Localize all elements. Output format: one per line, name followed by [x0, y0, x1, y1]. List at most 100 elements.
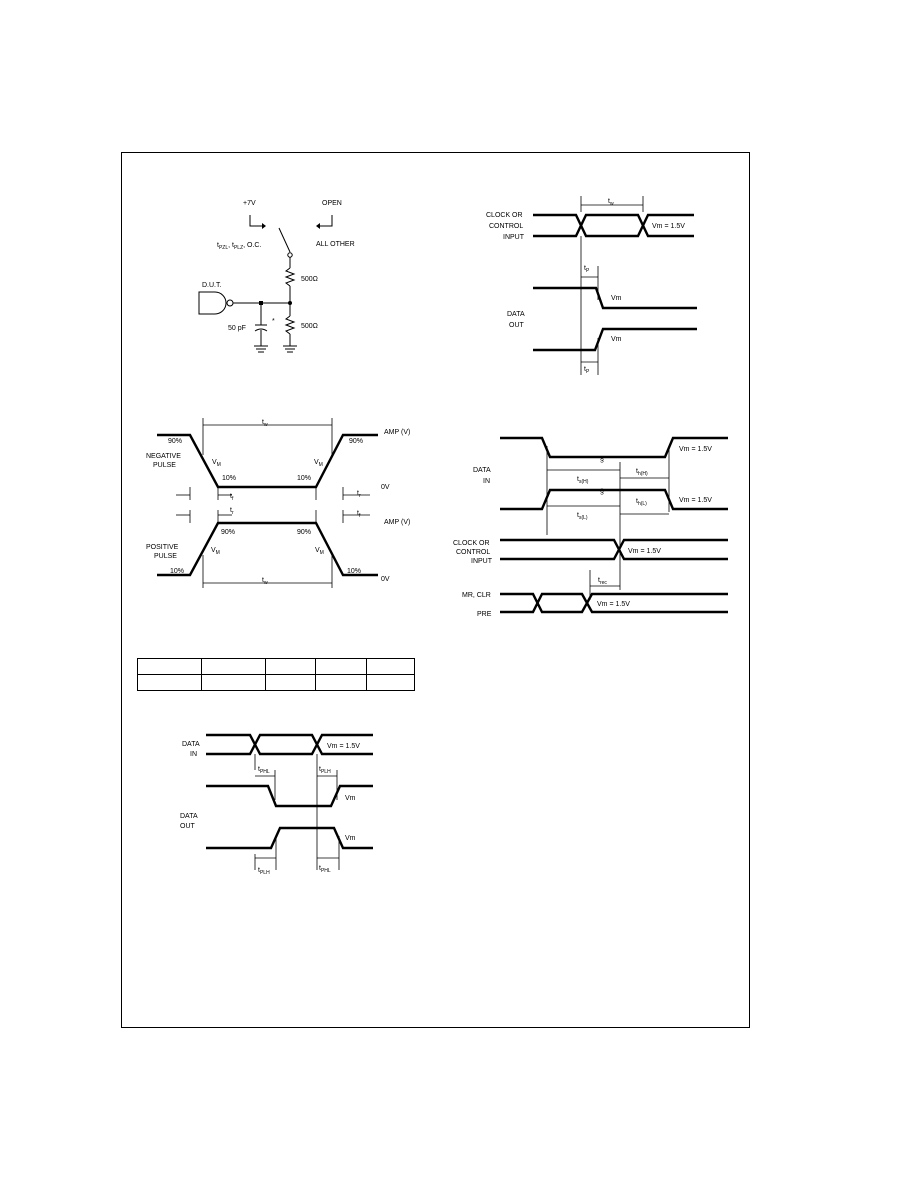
tphl-top-label: tPHL [258, 766, 270, 775]
setup-hold-diagram: DATA IN § § Vm = 1.5V Vm = 1.5V ts(H) th… [453, 436, 728, 618]
all-other-label: ALL OTHER [316, 241, 355, 248]
table-cell [265, 658, 316, 675]
vm-small-2: Vm [345, 835, 356, 842]
pulse-width-diagram: CLOCK OR CONTROL INPUT tw Vm = 1.5V DATA… [486, 196, 697, 375]
ts-l-label: ts(L) [577, 512, 588, 521]
vm-pos-right: VM [315, 547, 324, 556]
p10-pos-right: 10% [347, 568, 361, 575]
clock-label-1: CLOCK OR [453, 540, 490, 547]
data-out-label-1: DATA [507, 311, 525, 318]
data-in-falling [500, 436, 728, 459]
table-cell [137, 674, 202, 691]
tf-label-2: tf [357, 510, 361, 519]
vm-small-1: Vm [611, 295, 622, 302]
trec-label: trec [598, 577, 607, 586]
pre-waveform [500, 592, 728, 614]
tp-bot-label: tP [584, 366, 590, 375]
clock-rising [500, 538, 728, 561]
table-row [137, 674, 415, 691]
amp-label-2: AMP (V) [384, 519, 410, 526]
tr-label-1: tr [357, 490, 361, 499]
table-cell [366, 674, 415, 691]
supply-arrow-icon [249, 215, 262, 227]
enable-label: tPZL, tPLZ, O.C. [217, 242, 261, 251]
data-in-label-1: DATA [473, 467, 491, 474]
data-in-label-2: IN [190, 751, 197, 758]
table-cell [315, 674, 367, 691]
figure-frame [121, 152, 750, 1028]
clock-label-2: CONTROL [456, 549, 490, 556]
data-in-label-1: DATA [182, 741, 200, 748]
cap-label: 50 pF [228, 325, 246, 332]
tplh-top-label: tPLH [319, 766, 331, 775]
tf-label-1: tf [230, 493, 234, 502]
data-in-waveform-complement [206, 733, 373, 756]
vm-pos-left: VM [211, 547, 220, 556]
vm-label-1: Vm = 1.5V [679, 446, 712, 453]
negative-pulse [157, 433, 378, 489]
vm-small-1: Vm [345, 795, 356, 802]
ts-h-label: ts(H) [577, 476, 589, 485]
p10-neg-right: 10% [297, 475, 311, 482]
dut-label: D.U.T. [202, 282, 222, 289]
open-arrow-icon [320, 215, 333, 227]
tplh-bot-label: tPLH [258, 867, 270, 876]
data-out-falling [533, 286, 697, 310]
tr-label-2: tr [230, 507, 234, 516]
clock-waveform [533, 213, 694, 238]
table-cell [315, 658, 367, 675]
vm-label: Vm = 1.5V [652, 223, 685, 230]
mr-clr-waveform [500, 592, 728, 614]
data-out-label-2: OUT [509, 322, 525, 329]
pulse-waveform-diagram: tw 90% 90% NEGATIVE PULSE VM VM 10% 10% … [146, 418, 410, 588]
table-cell [201, 674, 266, 691]
arrow-head-icon [316, 223, 320, 229]
data-in-waveform [206, 733, 373, 756]
clock-label-3: INPUT [471, 558, 493, 565]
data-out-inverted [206, 784, 373, 808]
p90-neg-right: 90% [349, 438, 363, 445]
resistor-r2-icon [284, 315, 296, 335]
break-mark-icon: § [600, 489, 604, 496]
data-out-rising [533, 327, 697, 352]
th-l-label: th(L) [636, 498, 647, 507]
data-in-rising [500, 488, 728, 511]
p10-neg-left: 10% [222, 475, 236, 482]
table-row [137, 658, 415, 675]
junction-dot [288, 301, 292, 305]
positive-pulse-label-1: POSITIVE [146, 544, 179, 551]
clock-label-3: INPUT [503, 234, 525, 241]
table-cell [265, 674, 316, 691]
table-cell [137, 658, 202, 675]
vm-label: Vm = 1.5V [327, 743, 360, 750]
p90-neg-left: 90% [168, 438, 182, 445]
clock-falling [500, 538, 728, 561]
tw-bottom-label: tw [262, 577, 268, 586]
vm-neg-right: VM [314, 459, 323, 468]
vm-neg-left: VM [212, 459, 221, 468]
tw-top-label: tw [262, 419, 268, 428]
p90-pos-left: 90% [221, 529, 235, 536]
ground-icon [254, 345, 268, 353]
r2-label: 500Ω [301, 323, 318, 330]
zero-label-1: 0V [381, 484, 390, 491]
vm-label-4: Vm = 1.5V [597, 601, 630, 608]
vm-small-2: Vm [611, 336, 622, 343]
positive-pulse-label-2: PULSE [154, 553, 177, 560]
ac-conditions-table [137, 658, 415, 691]
supply-label: +7V [243, 200, 256, 207]
dut-gate-icon [198, 291, 227, 315]
zero-label-2: 0V [381, 576, 390, 583]
switch-blade [278, 227, 291, 253]
tw-label: tw [608, 198, 614, 207]
test-circuit: +7V OPEN tPZL, tPLZ, O.C. ALL OTHER 500Ω… [198, 200, 355, 353]
arrow-head-icon [262, 223, 266, 229]
pre-label: PRE [477, 611, 492, 618]
table-cell [366, 658, 415, 675]
clock-waveform-complement [533, 213, 694, 238]
open-label: OPEN [322, 200, 342, 207]
vm-label-3: Vm = 1.5V [628, 548, 661, 555]
propagation-diagram: DATA IN Vm = 1.5V tPHL tPLH DATA OUT Vm … [180, 733, 373, 876]
p10-pos-left: 10% [170, 568, 184, 575]
